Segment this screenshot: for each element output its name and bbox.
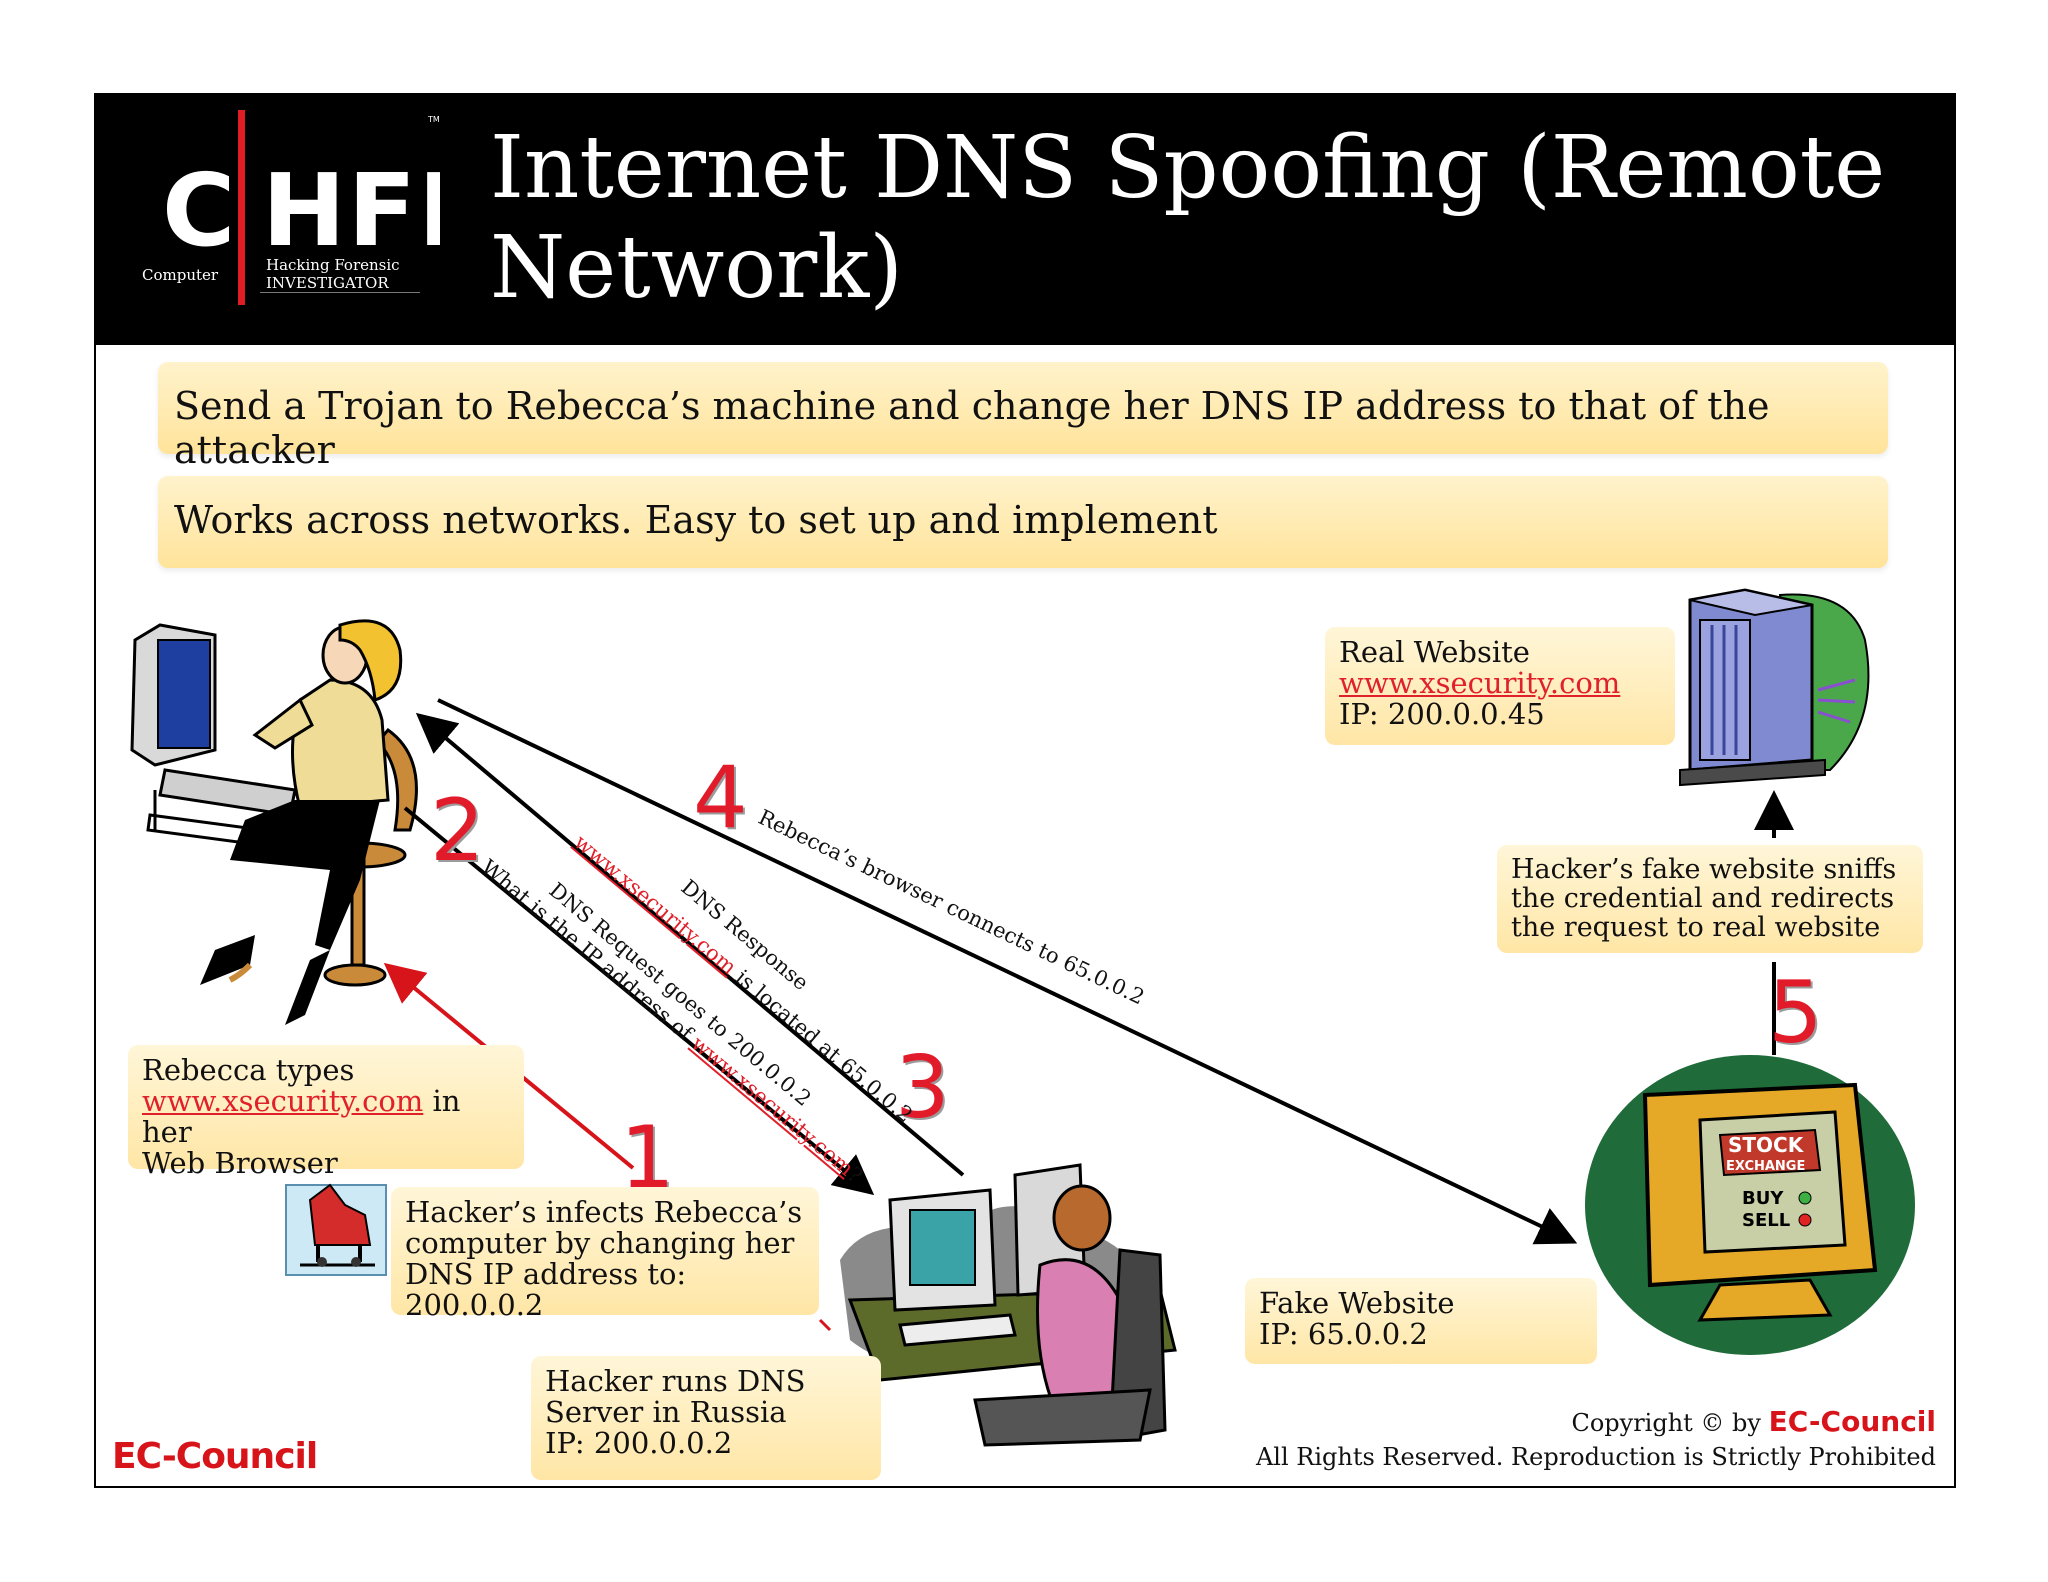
step-number-2: 2 (430, 781, 485, 881)
arrow-step-3 (415, 712, 965, 1177)
hacker-dns-line2: Server in Russia (545, 1395, 787, 1429)
fake-website-box: Fake Website IP: 65.0.0.2 (1245, 1278, 1597, 1364)
monitor-exchange-text: EXCHANGE (1726, 1159, 1805, 1174)
fake-site-sniffs-box: Hacker’s fake website sniffs the credent… (1497, 845, 1923, 953)
monitor-stock-text: STOCK (1728, 1133, 1805, 1157)
logo-tm: TM (427, 115, 440, 124)
rebecca-types-box: Rebecca types www.xsecurity.com in her W… (128, 1045, 524, 1179)
step-number-1: 1 (620, 1108, 675, 1208)
fake-website-monitor-illustration: STOCK EXCHANGE BUY SELL (1585, 1055, 1915, 1355)
info-bar-trojan: Send a Trojan to Rebecca’s machine and c… (158, 362, 1888, 472)
monitor-buy-text: BUY (1742, 1188, 1784, 1209)
fake-website-title: Fake Website (1259, 1286, 1455, 1320)
hacker-infects-text: Hacker’s infects Rebecca’s computer by c… (405, 1195, 803, 1322)
arrow-step-4 (437, 698, 1578, 1245)
real-web-server-illustration (1679, 588, 1870, 787)
real-website-link[interactable]: www.xsecurity.com (1339, 666, 1621, 700)
rebecca-types-post2: Web Browser (142, 1146, 338, 1180)
logo-investigator: INVESTIGATOR (266, 274, 389, 292)
real-website-title: Real Website (1339, 635, 1530, 669)
rebecca-types-post1: in her (142, 1084, 461, 1149)
ec-council-logo: EC-Council (112, 1436, 318, 1477)
copyright-text: Copyright © by (1571, 1409, 1769, 1437)
info-bar-networks: Works across networks. Easy to set up an… (158, 476, 1888, 568)
info-bar-trojan-text: Send a Trojan to Rebecca’s machine and c… (174, 384, 1770, 472)
monitor-sell-text: SELL (1742, 1210, 1790, 1231)
rebecca-types-link[interactable]: www.xsecurity.com (142, 1084, 424, 1118)
header-bar (96, 95, 1954, 345)
arrow-step-2 (403, 806, 875, 1196)
hacker-dns-line1: Hacker runs DNS (545, 1364, 806, 1398)
copyright-brand: EC-Council (1768, 1405, 1936, 1438)
step-number-4: 4 (693, 748, 748, 848)
step-number-5: 5 (1768, 963, 1823, 1063)
copyright-notice: Copyright © by EC-Council All Rights Res… (1256, 1405, 1936, 1474)
info-bar-networks-text: Works across networks. Easy to set up an… (174, 498, 1218, 542)
hacker-dns-server-box: Hacker runs DNS Server in Russia IP: 200… (531, 1356, 881, 1480)
rights-text: All Rights Reserved. Reproduction is Str… (1255, 1443, 1936, 1471)
hacker-infects-box: Hacker’s infects Rebecca’s computer by c… (391, 1187, 819, 1321)
logo-hfi: HFI (262, 152, 440, 269)
chfi-logo: C HFI TM Computer Hacking Forensic INVES… (140, 110, 440, 310)
fake-site-sniffs-text: Hacker’s fake website sniffs the credent… (1511, 854, 1897, 943)
real-website-ip: IP: 200.0.0.45 (1339, 697, 1545, 731)
chfi-logo-graphic: C HFI TM Computer Hacking Forensic INVES… (142, 110, 440, 305)
rebecca-computer-illustration (130, 619, 418, 1025)
fake-website-ip: IP: 65.0.0.2 (1259, 1317, 1428, 1351)
logo-computer: Computer (142, 266, 219, 284)
hacker-dns-ip: IP: 200.0.0.2 (545, 1426, 733, 1460)
rebecca-types-pre: Rebecca types (142, 1053, 355, 1087)
logo-c: C (162, 152, 235, 269)
real-website-box: Real Website www.xsecurity.com IP: 200.0… (1325, 627, 1675, 745)
page-title: Internet DNS Spoofing (Remote Network) (490, 118, 1886, 318)
logo-hacking-forensic: Hacking Forensic (266, 256, 400, 274)
trojan-horse-icon (285, 1183, 387, 1276)
hacker-dns-server-illustration (818, 1163, 1177, 1447)
step-number-3: 3 (895, 1038, 950, 1138)
